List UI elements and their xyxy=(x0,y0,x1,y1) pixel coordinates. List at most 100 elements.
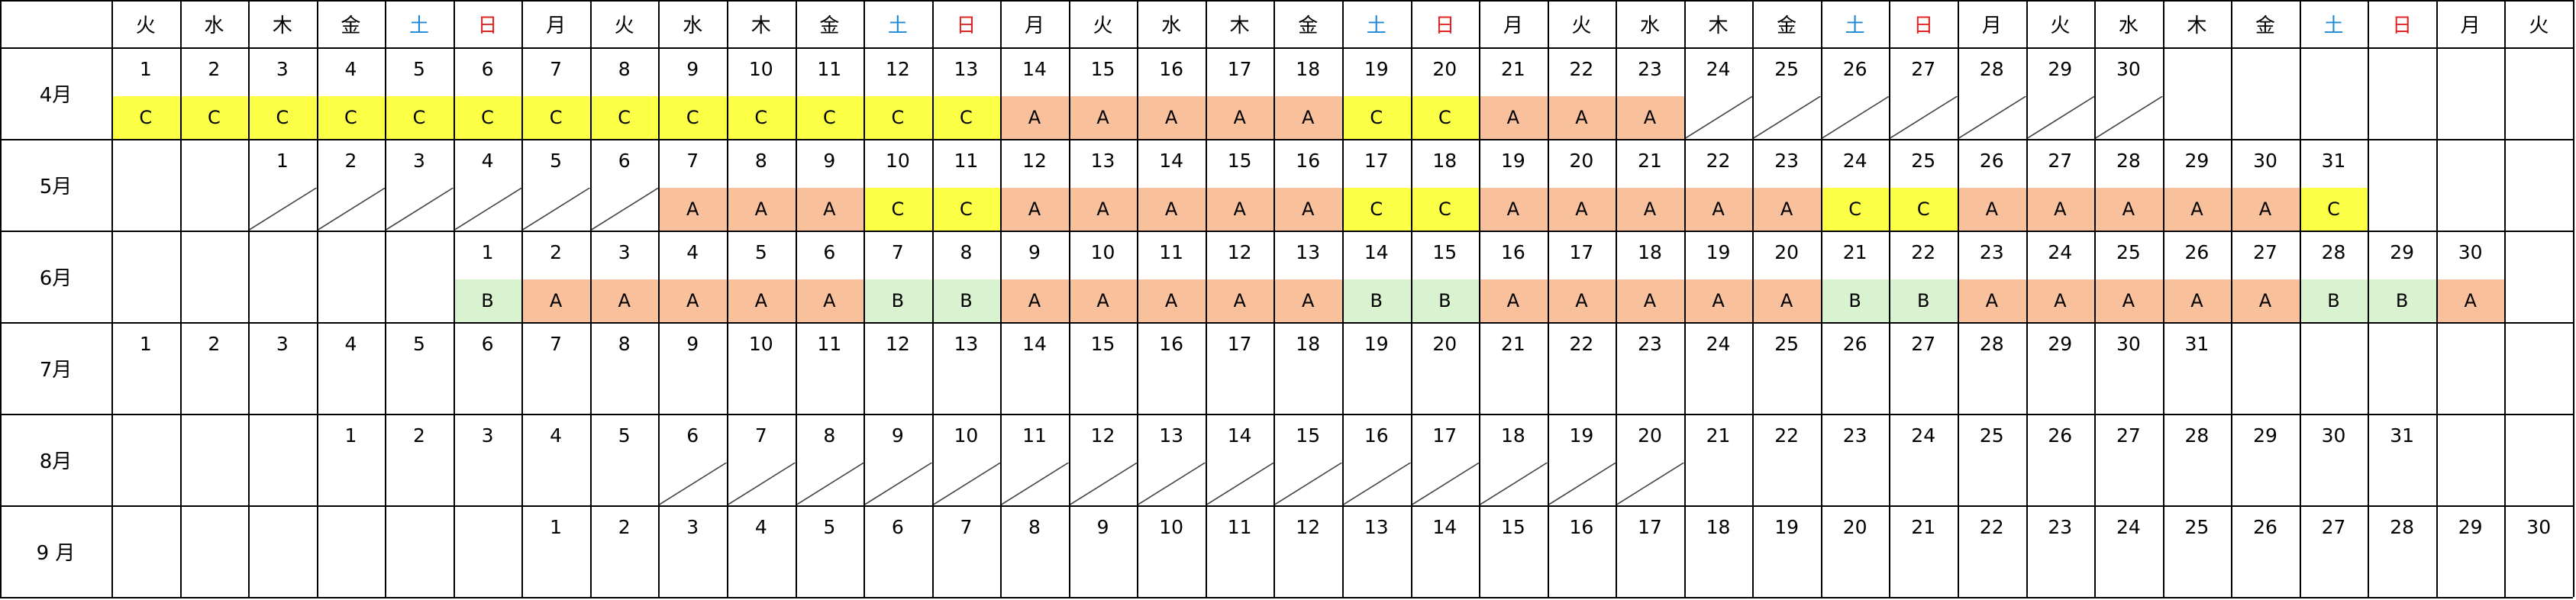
day-number: 1 xyxy=(139,58,152,80)
shift-code-A: A xyxy=(1752,188,1821,231)
weekday-header: 木 xyxy=(2187,14,2207,37)
day-number: 6 xyxy=(823,241,836,263)
day-number: 3 xyxy=(276,333,289,355)
day-cell: 7 xyxy=(932,505,1001,597)
day-number: 19 xyxy=(1500,150,1525,172)
grid-line-vertical xyxy=(248,0,250,597)
weekday-header: 火 xyxy=(135,14,156,37)
day-number: 16 xyxy=(1159,333,1183,355)
day-number: 29 xyxy=(2184,150,2210,172)
shift-code-B: B xyxy=(2299,279,2368,322)
day-number: 4 xyxy=(686,241,699,263)
shift-code-C: C xyxy=(1342,96,1411,139)
day-cell: 23 xyxy=(2026,505,2095,597)
month-label: 4月 xyxy=(39,83,73,107)
shift-code-A: A xyxy=(1683,279,1753,322)
day-cell: 23 xyxy=(1616,322,1684,414)
weekday-header: 土 xyxy=(1845,14,1865,37)
weekday-header: 日 xyxy=(1435,14,1455,37)
slash-line xyxy=(589,188,659,231)
day-number: 18 xyxy=(1296,333,1321,355)
shift-code-C: C xyxy=(864,96,932,139)
grid-line-vertical xyxy=(795,0,797,597)
day-cell: 22 xyxy=(1752,414,1821,505)
day-number: 3 xyxy=(413,150,425,172)
day-number: 29 xyxy=(2390,241,2414,263)
weekday-header: 土 xyxy=(408,14,429,37)
day-cell: 27 xyxy=(2300,505,2368,597)
day-number: 11 xyxy=(954,150,979,172)
day-number: 14 xyxy=(1227,424,1252,447)
slash-line xyxy=(795,463,864,505)
day-number: 13 xyxy=(1364,516,1389,538)
day-number: 16 xyxy=(1364,424,1389,447)
grid-line-vertical xyxy=(385,0,387,597)
day-number: 31 xyxy=(2321,150,2346,172)
day-number: 9 xyxy=(686,333,699,355)
day-number: 20 xyxy=(1842,516,1867,538)
day-number: 28 xyxy=(2184,424,2210,447)
day-number: 17 xyxy=(1227,58,1252,80)
grid-line-vertical xyxy=(1068,0,1070,597)
slash-line xyxy=(316,188,386,231)
day-number: 17 xyxy=(1638,516,1662,538)
day-number: 10 xyxy=(885,150,910,172)
day-cell: 6 xyxy=(590,139,659,231)
day-cell: 26 xyxy=(1821,47,1890,139)
grid-line-vertical xyxy=(2299,0,2301,597)
day-number: 17 xyxy=(1227,333,1252,355)
day-number: 20 xyxy=(1569,150,1594,172)
day-number: 16 xyxy=(1159,58,1183,80)
diagonal-slash-mark xyxy=(453,188,522,231)
day-number: 12 xyxy=(1022,150,1047,172)
diagonal-slash-mark xyxy=(1889,96,1958,139)
shift-code-C: C xyxy=(727,96,796,139)
weekday-header: 日 xyxy=(477,14,498,37)
grid-line-vertical xyxy=(1205,0,1207,597)
day-number: 26 xyxy=(1842,333,1867,355)
day-cell: 4 xyxy=(521,414,590,505)
day-number: 15 xyxy=(1432,241,1457,263)
shift-code-A: A xyxy=(1000,188,1069,231)
day-cell: 30 xyxy=(2094,47,2163,139)
day-number: 2 xyxy=(208,333,221,355)
weekday-header: 日 xyxy=(956,14,976,37)
shift-code-C: C xyxy=(453,96,522,139)
day-cell: 8 xyxy=(796,414,864,505)
grid-line-vertical xyxy=(2162,0,2164,597)
day-number: 29 xyxy=(2048,58,2073,80)
day-cell: 29 xyxy=(2231,414,2300,505)
slash-line xyxy=(1958,96,2026,139)
day-number: 23 xyxy=(1774,150,1799,172)
shift-code-B: B xyxy=(864,279,932,322)
day-cell: 2 xyxy=(590,505,659,597)
weekday-header: 金 xyxy=(341,14,361,37)
day-cell: 2 xyxy=(317,139,386,231)
day-cell: 11 xyxy=(796,322,864,414)
shift-code-A: A xyxy=(2026,188,2095,231)
slash-line xyxy=(658,463,727,505)
day-number: 5 xyxy=(413,58,425,80)
day-cell: 3 xyxy=(248,322,317,414)
grid-line-vertical xyxy=(2094,0,2097,597)
grid-line-vertical xyxy=(1616,0,1618,597)
month-label: 8月 xyxy=(39,450,73,473)
day-cell: 16 xyxy=(1137,322,1206,414)
day-number: 30 xyxy=(2116,58,2141,80)
slash-line xyxy=(1342,463,1411,505)
day-number: 20 xyxy=(1774,241,1799,263)
slash-line xyxy=(1820,96,1890,139)
day-number: 22 xyxy=(1569,333,1594,355)
shift-code-C: C xyxy=(864,188,932,231)
slash-line xyxy=(1000,463,1069,505)
